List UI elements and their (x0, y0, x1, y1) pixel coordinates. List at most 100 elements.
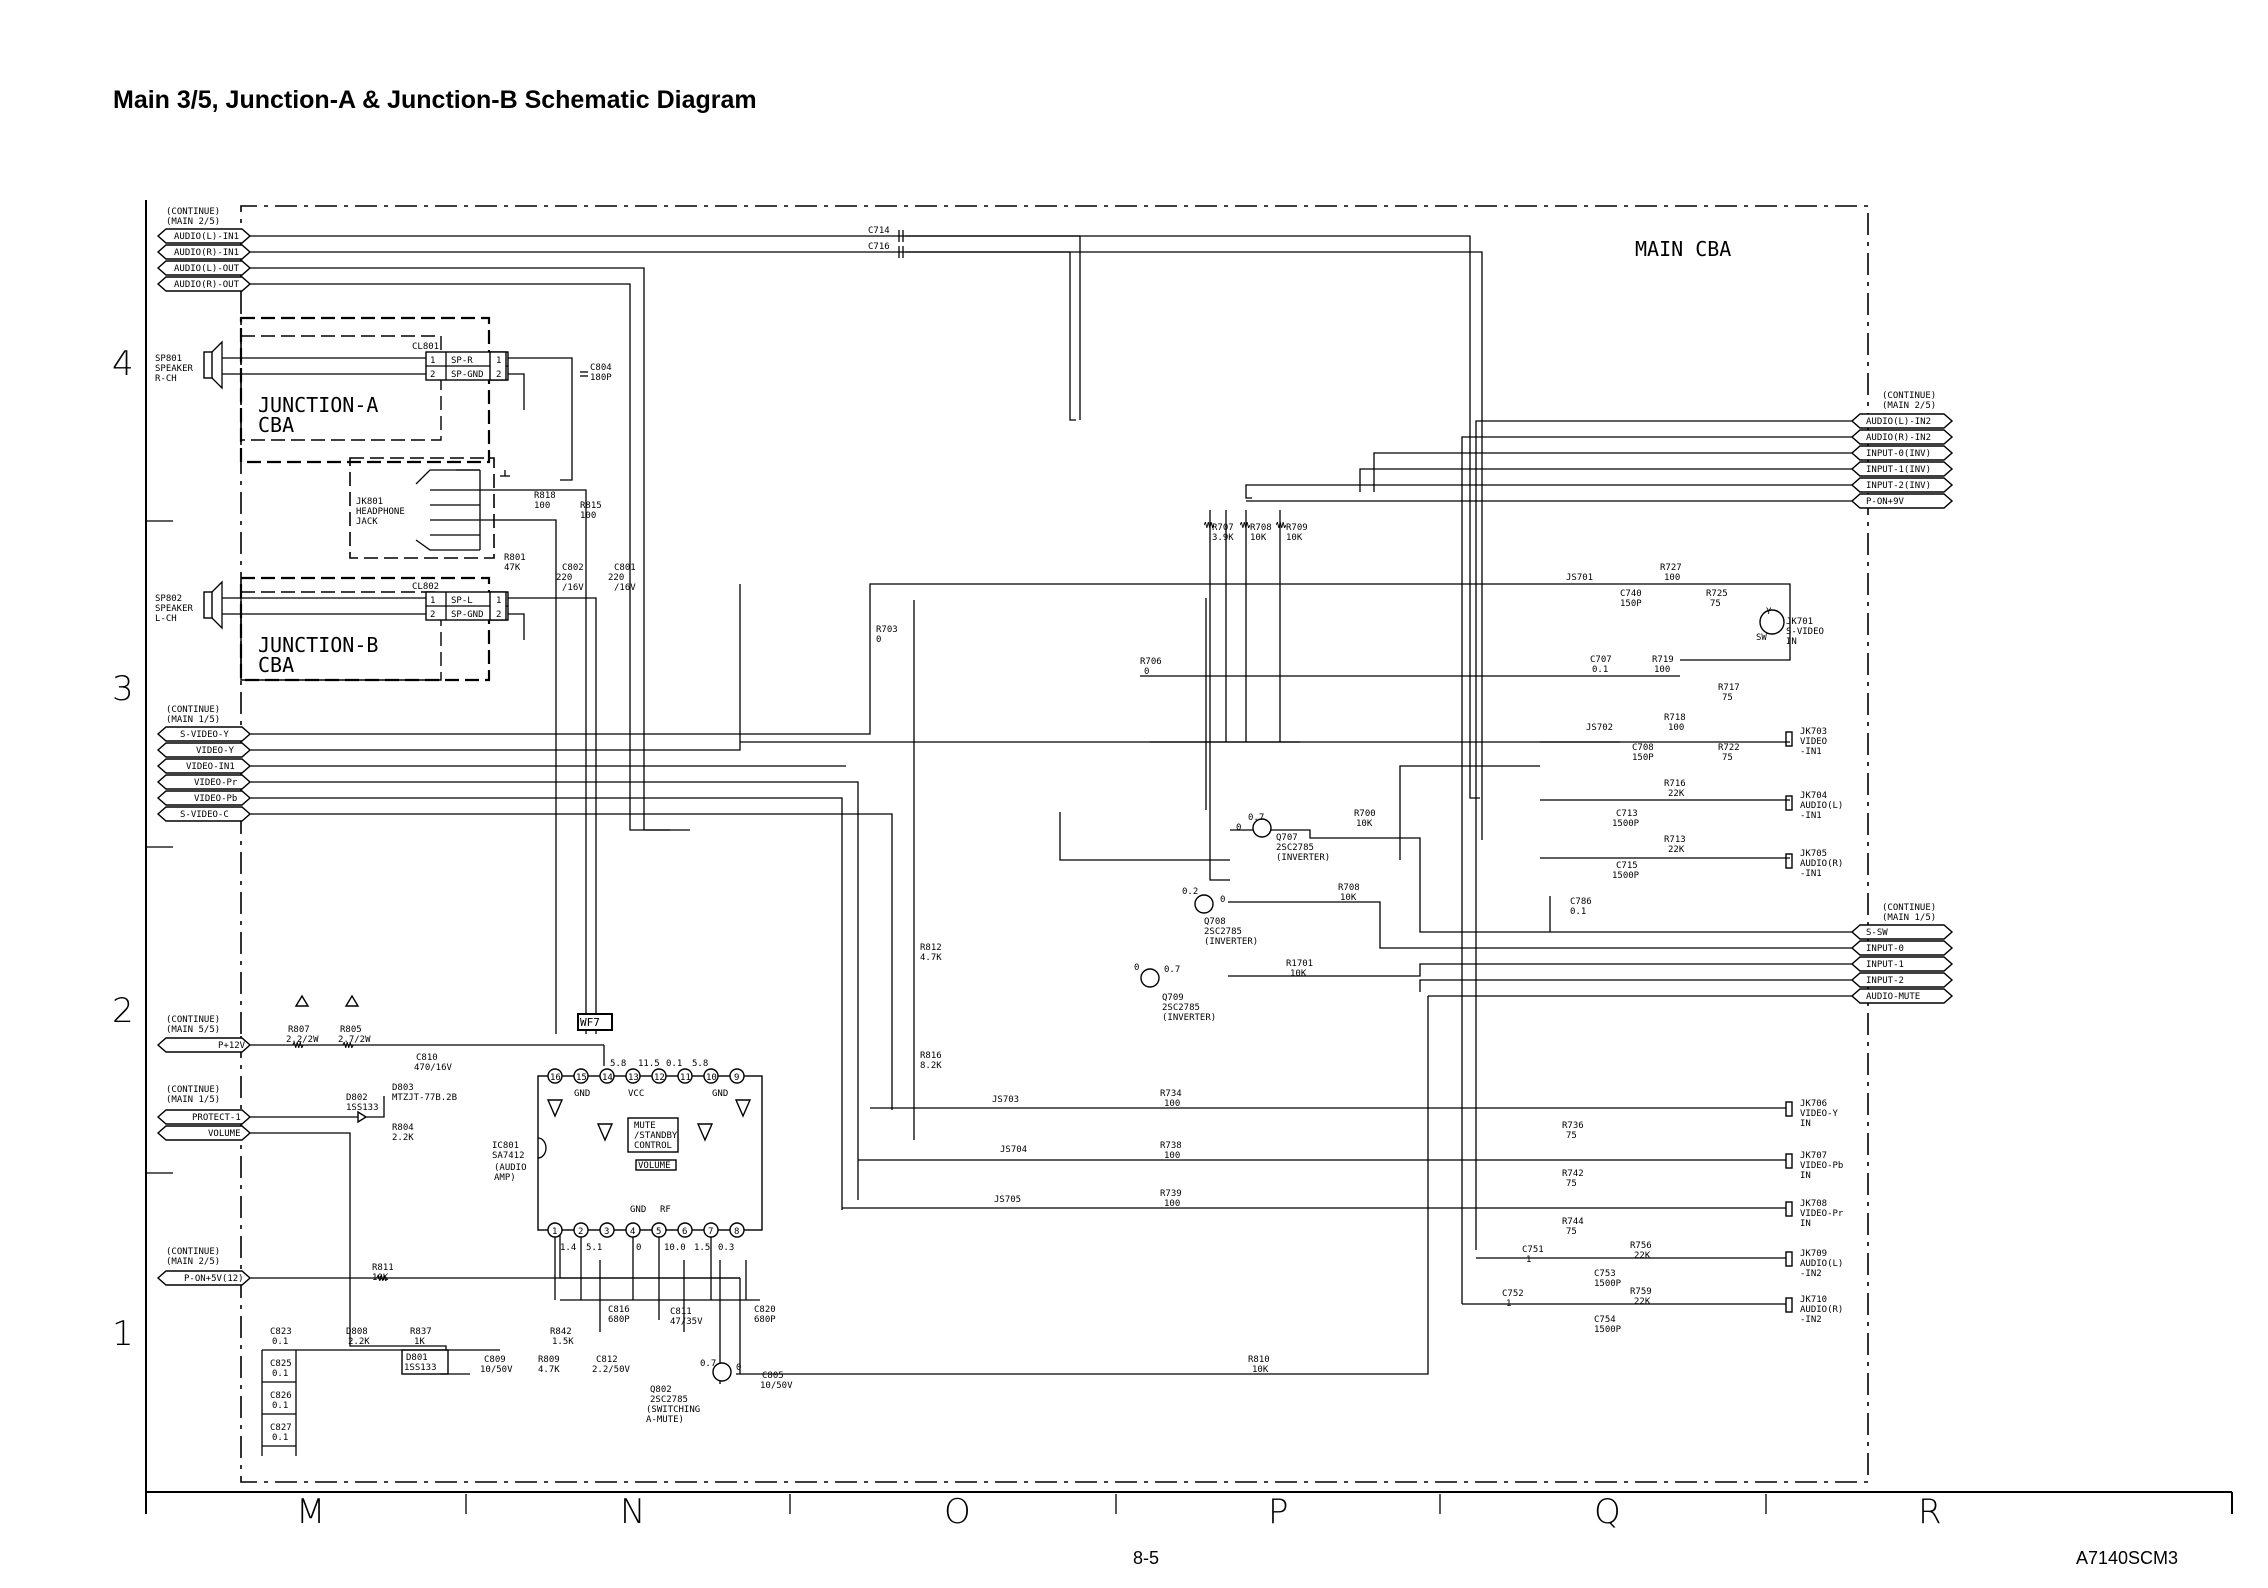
r736-val: 75 (1566, 1131, 1577, 1141)
continue-head: (CONTINUE) (166, 1015, 220, 1025)
jk703-ref: JK703 (1800, 727, 1827, 737)
r739-val: 100 (1164, 1199, 1180, 1209)
ic-vcc: VCC (628, 1089, 644, 1099)
r716-val: 22K (1668, 789, 1685, 799)
c714-ref: C714 (868, 226, 890, 236)
continue-head: (CONTINUE) (1882, 391, 1936, 401)
r742-val: 75 (1566, 1179, 1577, 1189)
s-video-y-pin: Y (1766, 607, 1772, 617)
q709-ref: Q709 (1162, 993, 1184, 1003)
c805-ref: C805 (762, 1371, 784, 1381)
page-number: 8-5 (1133, 1548, 1160, 1568)
svg-text:INPUT-0: INPUT-0 (1866, 944, 1904, 954)
continue-head: (MAIN 2/5) (1882, 401, 1936, 411)
svg-text:P-ON+9V: P-ON+9V (1866, 497, 1905, 507)
q708: 0.2 0 Q708 2SC2785 (INVERTER) R708 10K (1182, 883, 1360, 947)
svg-text:5.1: 5.1 (586, 1243, 602, 1253)
r716-ref: R716 (1664, 779, 1686, 789)
jk708-ref: JK708 (1800, 1199, 1827, 1209)
speaker-r-ch: R-CH (155, 374, 177, 384)
d801-ref: D801 (406, 1353, 428, 1363)
r718-ref: R718 (1664, 713, 1686, 723)
connector-input-0-inv: INPUT-0(INV) (1850, 445, 1954, 461)
c826-ref: C826 (270, 1391, 292, 1401)
continue-head: (CONTINUE) (1882, 903, 1936, 913)
c713-ref: C713 (1616, 809, 1638, 819)
ic-mute: MUTE (634, 1121, 656, 1131)
headphone-jack: JK801 HEADPHONE JACK R818 100 R815 100 R… (356, 469, 636, 593)
r812-ref: R812 (920, 943, 942, 953)
bottom-left-parts: C823 0.1 C825 0.1 C826 0.1 C827 0.1 D808… (261, 1305, 1270, 1456)
cl802-pin2: SP-GND (451, 610, 484, 620)
grid-row-4: 4 (112, 344, 134, 384)
continue-head: (MAIN 1/5) (166, 1095, 220, 1105)
speaker-r: SP801 SPEAKER R-CH 12 SP-R SP-GND CL801 … (155, 340, 612, 390)
svg-text:AUDIO-MUTE: AUDIO-MUTE (1866, 992, 1920, 1002)
jk701-label2: IN (1786, 637, 1797, 647)
cl802-ref: CL802 (412, 582, 439, 592)
grid-labels: 4 3 2 1 M N O P Q R (112, 344, 1942, 1532)
c804-val: 180P (590, 373, 612, 383)
r1701-val: 10K (1290, 969, 1307, 979)
connector-video-y: VIDEO-Y (156, 742, 252, 758)
svg-text:11.5: 11.5 (638, 1059, 660, 1069)
c786-val: 0.1 (1570, 907, 1586, 917)
ic-gnd-left: GND (574, 1089, 590, 1099)
ic-periphery: R812 4.7K R816 8.2K R807 2.2/2W R805 2.7… (286, 600, 942, 1283)
continue-head: (CONTINUE) (166, 1085, 220, 1095)
connector-s-video-y: S-VIDEO-Y (156, 726, 252, 742)
q802: 0.7 0 Q802 2SC2785 (SWITCHING A-MUTE) (646, 1359, 741, 1425)
r713-ref: R713 (1664, 835, 1686, 845)
r717-ref: R717 (1718, 683, 1740, 693)
svg-text:INPUT-0(INV): INPUT-0(INV) (1866, 449, 1931, 459)
c805-val: 10/50V (760, 1381, 793, 1391)
c820-ref: C820 (754, 1305, 776, 1315)
svg-text:4: 4 (630, 1227, 635, 1237)
q707-part: 2SC2785 (1276, 843, 1314, 853)
svg-text:11: 11 (680, 1073, 691, 1083)
r756-val: 22K (1634, 1251, 1651, 1261)
d801-part: 1SS133 (404, 1363, 437, 1373)
c713-val: 1500P (1612, 819, 1640, 829)
c754-val: 1500P (1594, 1325, 1622, 1335)
junction-a-cba: CBA (258, 413, 294, 437)
connector-volume: VOLUME (156, 1125, 252, 1141)
svg-text:0.7: 0.7 (1164, 965, 1180, 975)
q707: 0.7 0 Q707 2SC2785 (INVERTER) R700 10K (1236, 809, 1376, 863)
r837-ref: R837 (410, 1327, 432, 1337)
s-video-section: JS701 C740 150P R727 100 R725 75 R703 0 … (876, 563, 1824, 703)
d803-part: MTZJT-77B.2B (392, 1093, 457, 1103)
svg-text:1.4: 1.4 (560, 1243, 576, 1253)
r801-ref: R801 (504, 553, 526, 563)
svg-text:S-SW: S-SW (1866, 928, 1888, 938)
c823-ref: C823 (270, 1327, 292, 1337)
r812-val: 4.7K (920, 953, 942, 963)
r807-val: 2.2/2W (286, 1035, 319, 1045)
headphone-board (349, 457, 495, 559)
wf7-label: WF7 (580, 1016, 600, 1029)
d802-ref: D802 (346, 1093, 368, 1103)
svg-text:AUDIO(L)-OUT: AUDIO(L)-OUT (174, 264, 240, 274)
c811-ref: C811 (670, 1307, 692, 1317)
ic801: WF7 IC801 SA7412 (AUDIO AMP) GND VCC GND… (492, 1013, 763, 1320)
document-code: A7140SCM3 (2076, 1548, 2179, 1568)
r744-val: 75 (1566, 1227, 1577, 1237)
jk705-ref: JK705 (1800, 849, 1827, 859)
r739-ref: R739 (1160, 1189, 1182, 1199)
c708-val: 150P (1632, 753, 1654, 763)
c816-ref: C816 (608, 1305, 630, 1315)
c809-val: 10/50V (480, 1365, 513, 1375)
r713-val: 22K (1668, 845, 1685, 855)
r707-val: 3.9K (1212, 533, 1234, 543)
svg-text:16: 16 (550, 1073, 561, 1083)
r842-ref: R842 (550, 1327, 572, 1337)
svg-text:1: 1 (496, 356, 501, 366)
svg-text:3: 3 (604, 1227, 609, 1237)
c802-volt: /16V (562, 583, 584, 593)
r805-val: 2.7/2W (338, 1035, 371, 1045)
connector-audio-l-out: AUDIO(L)-OUT (156, 260, 252, 276)
wires (222, 235, 1852, 1384)
r804-ref: R804 (392, 1123, 414, 1133)
r706-val: 0 (1144, 667, 1149, 677)
lower-jacks: JS703 R734 100 R736 75 JK706 VIDEO-Y IN … (992, 1089, 1844, 1335)
